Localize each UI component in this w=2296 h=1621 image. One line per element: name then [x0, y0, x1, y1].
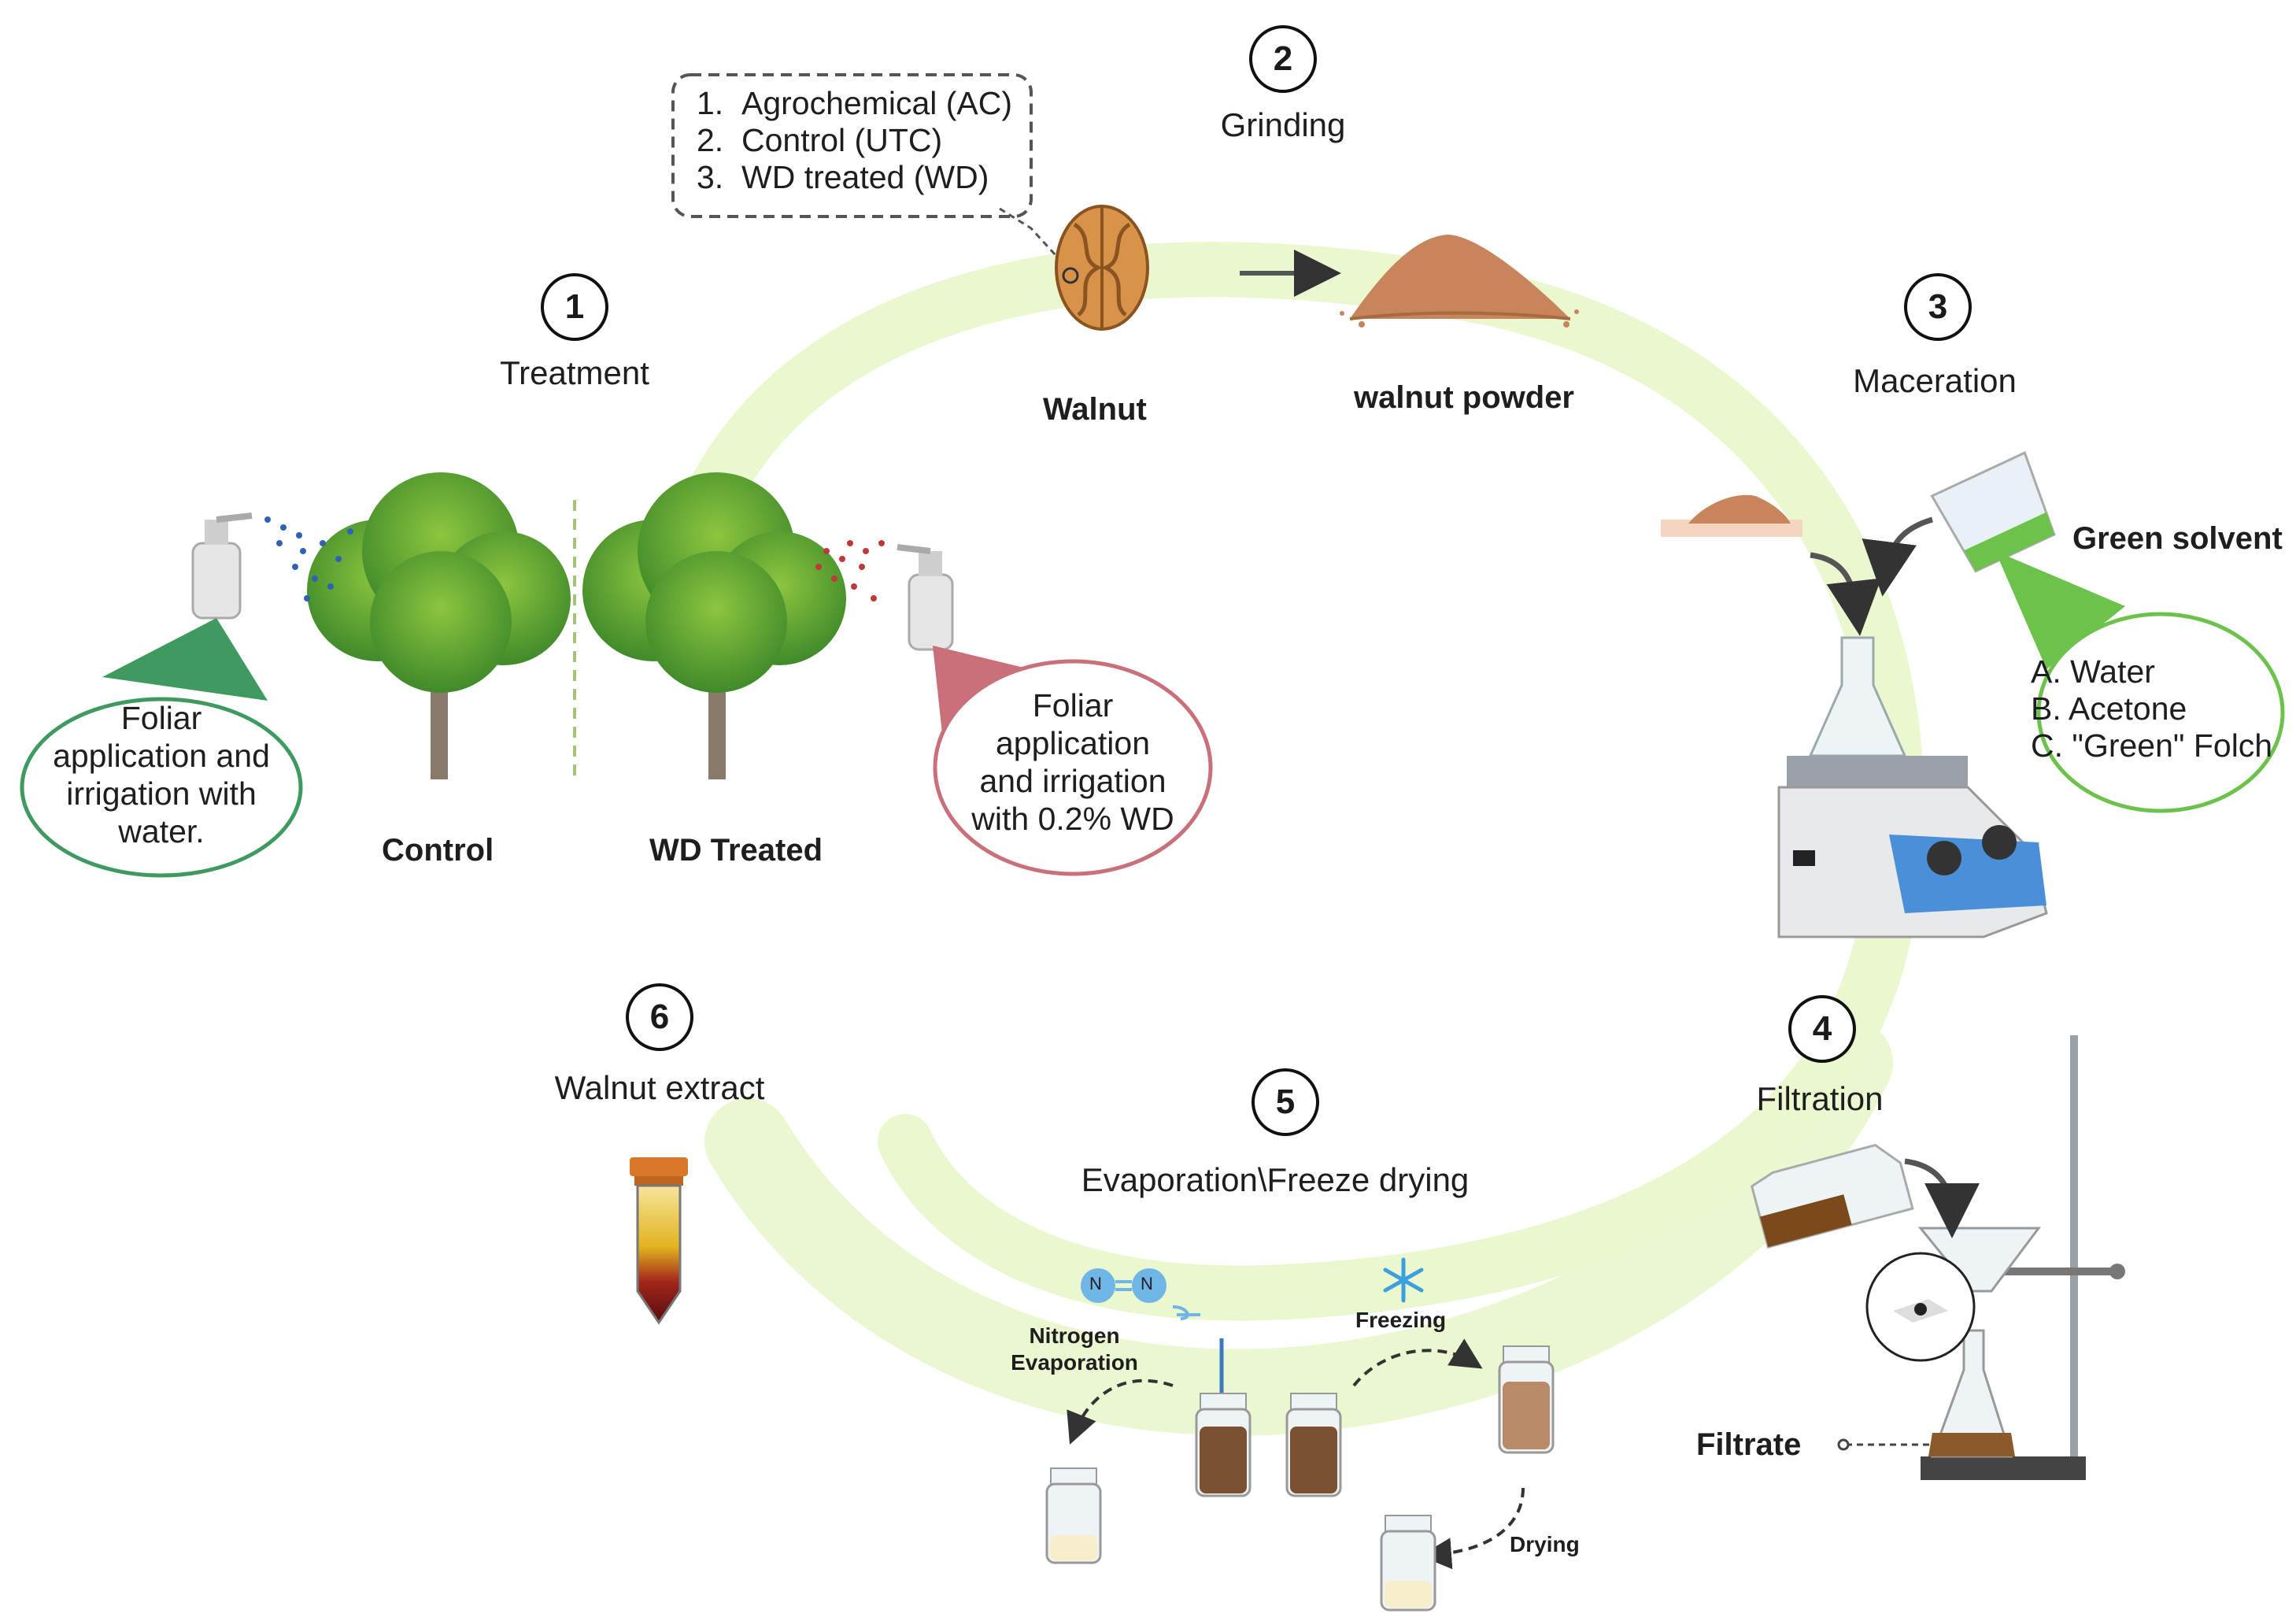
step-label-treatment: Treatment — [500, 354, 649, 391]
evap-arrow — [1067, 1379, 1174, 1445]
tray-arrow — [1810, 552, 1882, 636]
walnut-icon — [1055, 205, 1149, 331]
step-label-grinding: Grinding — [1220, 106, 1346, 143]
pour-arrow — [1904, 1158, 1980, 1238]
walnut-powder-label: walnut powder — [1354, 380, 1574, 415]
hotplate-stirrer-icon — [1777, 636, 2048, 938]
treatment-group-2: 2. Control (UTC) — [697, 122, 943, 158]
solvent-item-folch: C. "Green" Folch — [2031, 727, 2273, 764]
step-number-4: 4 — [1788, 995, 1856, 1063]
control-label: Control — [382, 833, 494, 868]
treatment-group-3: 3. WD treated (WD) — [697, 159, 989, 195]
snowflake-icon — [1383, 1257, 1424, 1303]
vial-brown-2 — [1285, 1393, 1342, 1497]
control-bubble-tail — [102, 618, 268, 701]
step-label-extract: Walnut extract — [554, 1069, 765, 1106]
pouring-flask-icon — [1750, 1143, 1914, 1249]
drying-arrow — [1420, 1487, 1525, 1570]
drying-label: Drying — [1510, 1532, 1580, 1556]
solvent-bubble-tail — [1995, 551, 2125, 669]
wd-tree-icon — [582, 472, 846, 779]
wd-bubble — [933, 659, 1213, 876]
step-label-filtration: Filtration — [1756, 1080, 1884, 1117]
wd-treated-label: WD Treated — [649, 833, 823, 868]
control-bubble-text: Foliar application and irrigation with w… — [53, 700, 270, 849]
treatment-groups-list: 1. Agrochemical (AC) 2. Control (UTC) 3.… — [697, 85, 1012, 196]
nitrogen-evaporation-label: Nitrogen Evaporation — [1011, 1323, 1138, 1375]
solvent-list: A. Water B. Acetone C. "Green" Folch — [2031, 653, 2272, 764]
walnut-powder-icon — [1340, 235, 1579, 328]
vial-frozen — [1498, 1345, 1555, 1454]
groups-pointer — [999, 207, 1072, 273]
step-number-3: 3 — [1904, 273, 1972, 341]
vial-brown-1 — [1195, 1393, 1252, 1497]
filtrate-label: Filtrate — [1696, 1427, 1802, 1462]
freeze-arrow — [1352, 1338, 1483, 1387]
filtration-apparatus-icon — [1865, 1035, 2125, 1480]
step-number-2: 2 — [1249, 25, 1317, 93]
solvent-bubble — [2036, 612, 2285, 813]
walnut-label: Walnut — [1043, 392, 1147, 427]
step-number-5: 5 — [1252, 1068, 1319, 1136]
step-label-evaporation: Evaporation\Freeze drying — [1081, 1161, 1470, 1198]
n-atom-label-1: N — [1089, 1274, 1102, 1293]
solvent-beaker-icon — [1930, 451, 2056, 573]
step-label-maceration: Maceration — [1853, 362, 2017, 399]
vial-dried-freeze — [1380, 1515, 1436, 1612]
treatment-group-1: 1. Agrochemical (AC) — [697, 85, 1013, 121]
freezing-label: Freezing — [1355, 1308, 1447, 1332]
step-number-1: 1 — [541, 273, 608, 341]
n-atom-label-2: N — [1141, 1274, 1153, 1293]
step-number-6: 6 — [626, 983, 693, 1051]
green-solvent-label: Green solvent — [2072, 521, 2283, 556]
vial-dried-nitrogen — [1045, 1467, 1102, 1564]
treatment-groups-box — [671, 73, 1033, 218]
wd-bubble-text: Foliar application and irrigation with 0… — [971, 687, 1174, 837]
solvent-arrow — [1862, 516, 1933, 597]
cycle-ring — [681, 242, 1924, 1436]
control-bubble — [20, 697, 303, 878]
wind-icon — [1172, 1305, 1200, 1320]
solvent-item-water: A. Water — [2031, 653, 2155, 690]
wd-spray-bottle-icon — [815, 540, 954, 651]
nitrogen-molecule-icon — [1081, 1268, 1166, 1303]
solvent-item-acetone: B. Acetone — [2031, 690, 2187, 727]
extract-tube-icon — [630, 1157, 688, 1325]
powder-tray-icon — [1661, 494, 1802, 537]
control-tree-icon — [307, 472, 571, 779]
